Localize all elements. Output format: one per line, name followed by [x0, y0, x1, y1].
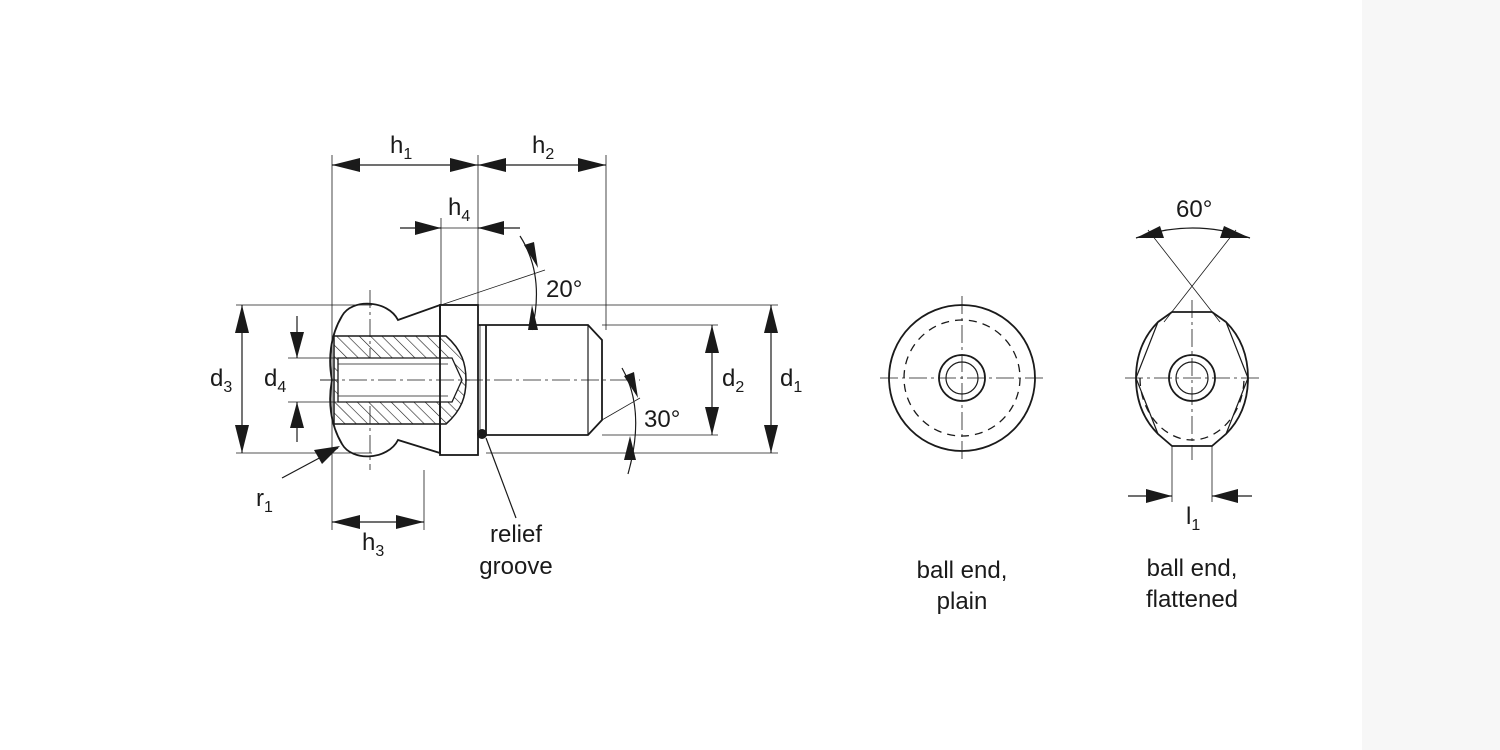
label-60-deg: 60° [1176, 196, 1212, 223]
caption-relief: relief [490, 521, 542, 548]
dim-r1: r1 [256, 446, 340, 516]
label-h3: h3 [362, 529, 384, 560]
caption-flattened-2: flattened [1146, 586, 1238, 613]
extension-lines [236, 155, 778, 530]
caption-plain-1: ball end, [917, 557, 1008, 584]
label-d1: d1 [780, 365, 802, 396]
ball-end-outline [329, 302, 441, 458]
plain-end-view [880, 296, 1044, 460]
caption-groove: groove [479, 553, 552, 580]
label-r1: r1 [256, 485, 273, 516]
label-30-deg: 30° [644, 406, 680, 433]
dim-d4: d4 [264, 316, 304, 442]
dim-h2: h2 [478, 132, 606, 172]
label-d2: d2 [722, 365, 744, 396]
flattened-end-view [1125, 229, 1260, 502]
angle-60: 60° [1135, 196, 1251, 239]
dim-d1: d1 [764, 305, 802, 453]
dim-d3: d3 [210, 305, 249, 453]
caption-plain-2: plain [937, 588, 988, 615]
relief-groove-dot [477, 429, 487, 439]
angle-30: 30° [621, 367, 680, 475]
label-20-deg: 20° [546, 276, 582, 303]
dim-l1: l1 [1128, 489, 1252, 534]
dim-h4: h4 [400, 194, 520, 235]
label-d3: d3 [210, 365, 232, 396]
caption-flattened-1: ball end, [1147, 555, 1238, 582]
label-h1: h1 [390, 132, 412, 163]
dim-h3: h3 [332, 515, 424, 560]
label-h2: h2 [532, 132, 554, 163]
angle-20: 20° [519, 235, 582, 331]
relief-groove-leader [485, 437, 517, 519]
label-h4: h4 [448, 194, 470, 225]
right-margin-strip [1362, 0, 1500, 750]
label-d4: d4 [264, 365, 286, 396]
label-l1: l1 [1186, 503, 1200, 534]
dim-h1: h1 [332, 132, 478, 172]
dim-d2: d2 [705, 325, 744, 435]
side-view [320, 290, 640, 519]
